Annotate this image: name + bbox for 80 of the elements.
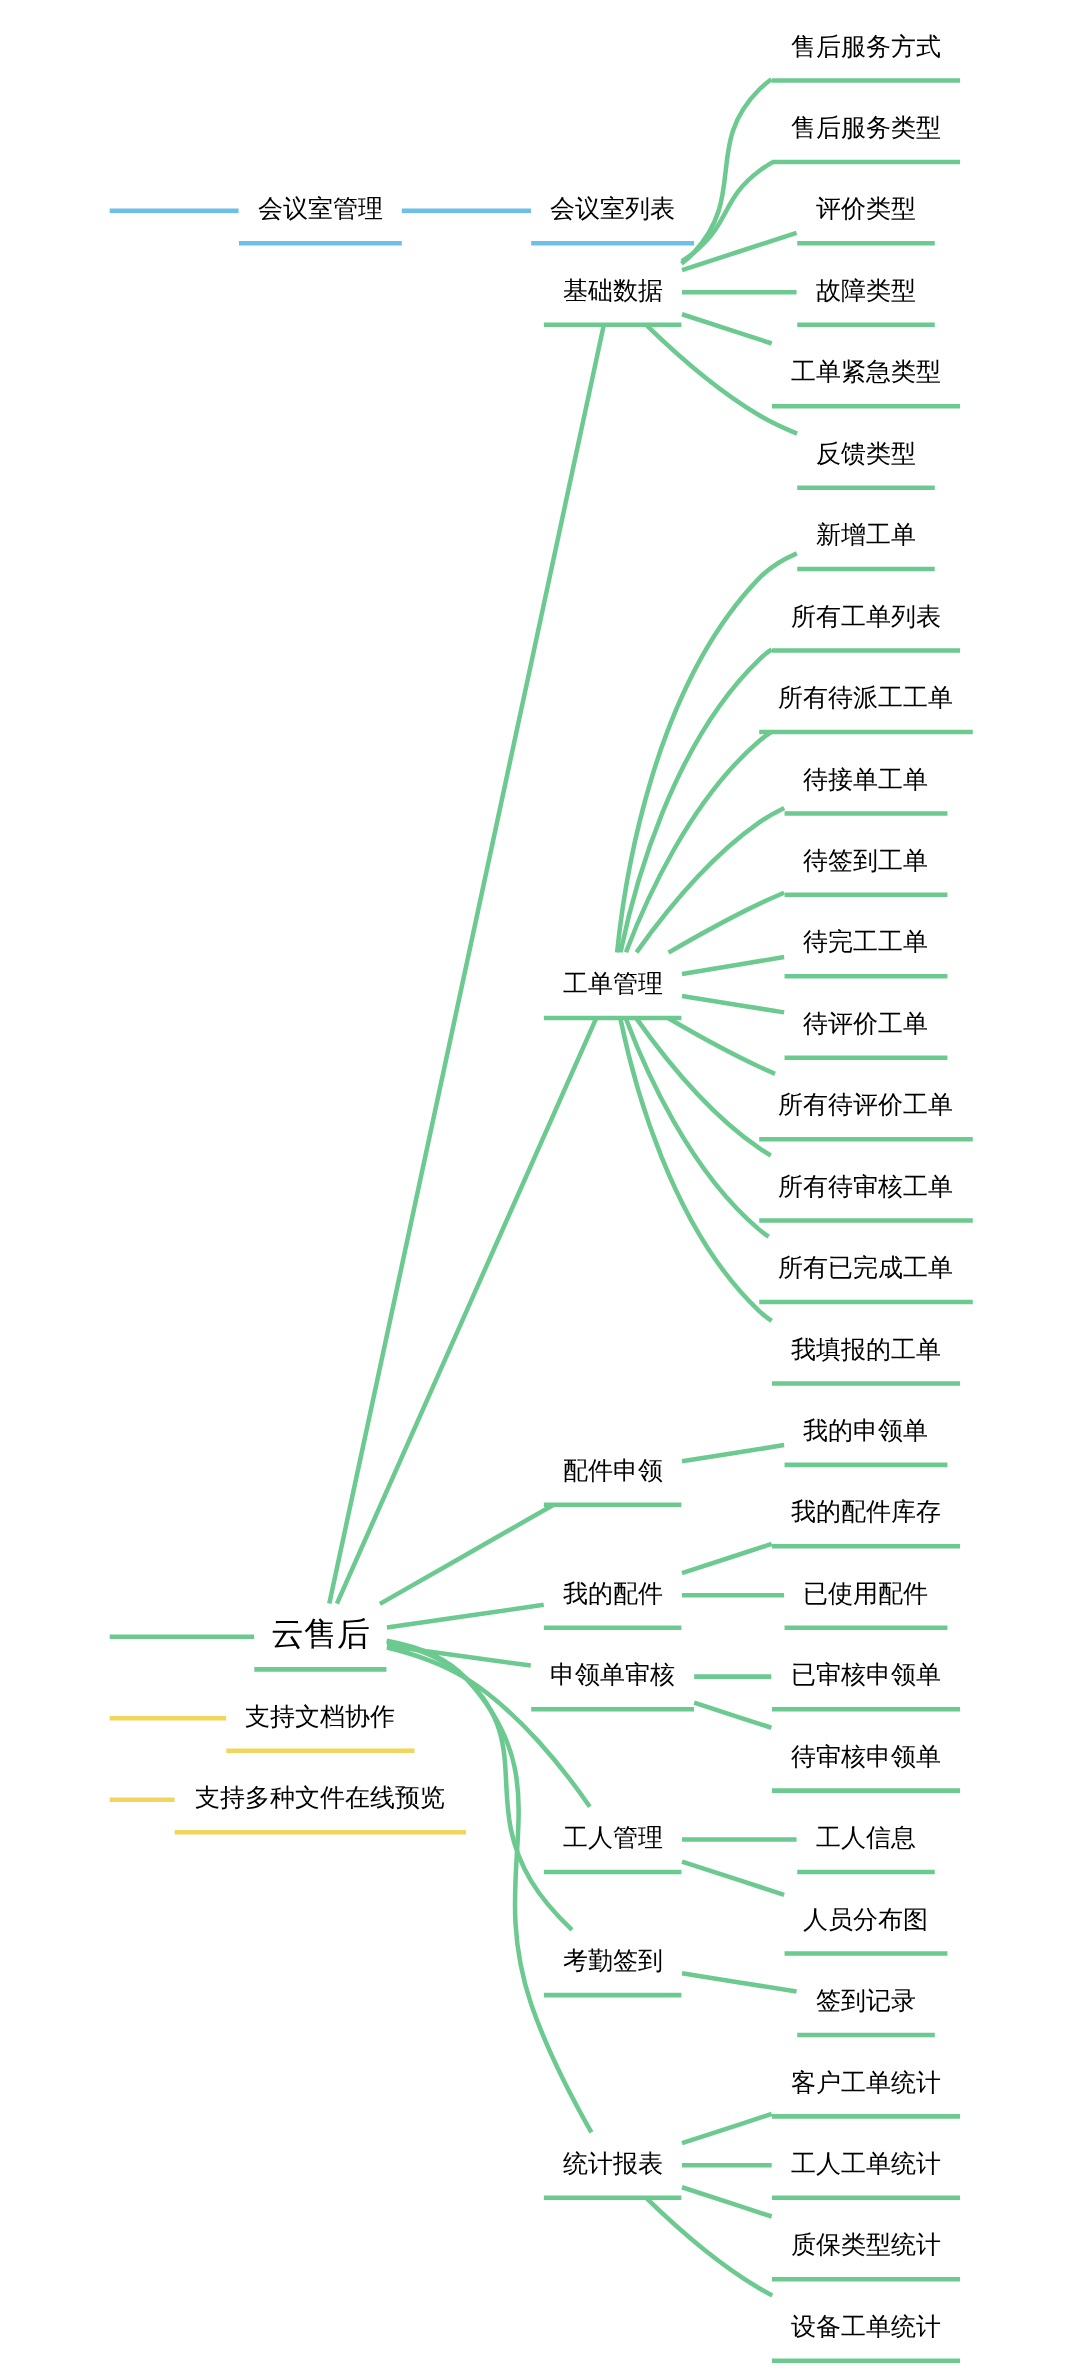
node-text: 质保类型统计 bbox=[790, 2229, 941, 2260]
connector bbox=[666, 890, 785, 955]
node-text: 待审核申领单 bbox=[790, 1740, 941, 1771]
node-text: 设备工单统计 bbox=[790, 2310, 941, 2341]
connector bbox=[386, 1643, 531, 1668]
node-text: 配件申领 bbox=[562, 1454, 663, 1485]
node-text: 售后服务方式 bbox=[790, 30, 941, 61]
connector bbox=[680, 1859, 785, 1897]
node-text: 售后服务类型 bbox=[790, 112, 941, 143]
node-text: 工人信息 bbox=[815, 1822, 916, 1853]
node-text: 故障类型 bbox=[815, 274, 916, 305]
node-text: 所有待审核工单 bbox=[777, 1170, 953, 1201]
connector bbox=[109, 1634, 254, 1640]
connector bbox=[681, 1442, 784, 1464]
node-text: 已审核申领单 bbox=[790, 1659, 941, 1690]
node-text: 人员分布图 bbox=[802, 1903, 928, 1934]
connector bbox=[681, 954, 784, 977]
connector bbox=[614, 551, 798, 953]
node-text: 支持多种文件在线预览 bbox=[194, 1782, 445, 1813]
connector bbox=[334, 1017, 598, 1605]
connector bbox=[666, 1016, 776, 1076]
node-text: 评价类型 bbox=[815, 193, 916, 224]
node-text: 反馈类型 bbox=[815, 437, 916, 468]
connector bbox=[681, 1971, 797, 1994]
node-text: 待评价工单 bbox=[802, 1007, 928, 1038]
connector bbox=[680, 160, 774, 264]
node-text: 签到记录 bbox=[815, 1985, 916, 2016]
connector bbox=[692, 1700, 772, 1730]
node-text: 工单管理 bbox=[562, 968, 663, 999]
node-text: 所有已完成工单 bbox=[777, 1252, 953, 1283]
connector bbox=[681, 289, 797, 295]
connector bbox=[109, 1716, 226, 1721]
node-text: 云售后 bbox=[270, 1614, 370, 1653]
node-text: 待完工工单 bbox=[802, 926, 928, 957]
node-text: 工人管理 bbox=[562, 1822, 663, 1853]
node-text: 会议室列表 bbox=[549, 193, 675, 224]
node-text: 客户工单统计 bbox=[790, 2066, 941, 2097]
connector bbox=[385, 1638, 593, 2134]
connector bbox=[109, 208, 239, 214]
node-text: 我填报的工单 bbox=[790, 1333, 941, 1364]
connector bbox=[617, 1017, 773, 1323]
node-text: 我的申领单 bbox=[802, 1415, 928, 1445]
node-text: 考勤签到 bbox=[562, 1945, 663, 1976]
connector bbox=[109, 1797, 175, 1802]
connector bbox=[680, 2111, 772, 2146]
node-text: 所有待评价工单 bbox=[777, 1089, 953, 1120]
connector bbox=[617, 647, 773, 953]
node-text: 会议室管理 bbox=[257, 193, 383, 224]
node-text: 所有待派工工单 bbox=[777, 682, 953, 713]
connector bbox=[401, 208, 531, 214]
node-text: 工人工单统计 bbox=[790, 2147, 941, 2178]
connector bbox=[634, 805, 785, 954]
connector bbox=[623, 1017, 770, 1239]
node-text: 我的配件 bbox=[562, 1577, 663, 1608]
node-text: 所有工单列表 bbox=[790, 600, 941, 631]
node-text: 我的配件库存 bbox=[790, 1496, 941, 1527]
connector bbox=[681, 2162, 772, 2168]
node-text: 申领单审核 bbox=[549, 1659, 675, 1690]
node-text: 待签到工单 bbox=[802, 844, 928, 875]
connector bbox=[634, 1017, 772, 1158]
connector bbox=[385, 1645, 592, 1808]
connector bbox=[693, 1674, 771, 1679]
connector bbox=[681, 993, 784, 1015]
connector bbox=[680, 1541, 772, 1576]
connector bbox=[680, 312, 772, 346]
node-text: 新增工单 bbox=[815, 519, 916, 550]
node-text: 统计报表 bbox=[562, 2147, 663, 2178]
node-text: 待接单工单 bbox=[802, 763, 928, 794]
connector bbox=[681, 1837, 797, 1842]
node-text: 基础数据 bbox=[562, 274, 663, 305]
connector bbox=[679, 77, 773, 266]
connector bbox=[326, 324, 606, 1605]
connector bbox=[386, 1602, 544, 1630]
node-text: 工单紧急类型 bbox=[790, 356, 941, 387]
connector bbox=[378, 1502, 555, 1606]
connector bbox=[681, 1592, 784, 1598]
node-text: 已使用配件 bbox=[802, 1577, 928, 1608]
node-text: 支持文档协作 bbox=[244, 1700, 395, 1731]
connector bbox=[680, 230, 797, 273]
connector bbox=[680, 2185, 772, 2219]
